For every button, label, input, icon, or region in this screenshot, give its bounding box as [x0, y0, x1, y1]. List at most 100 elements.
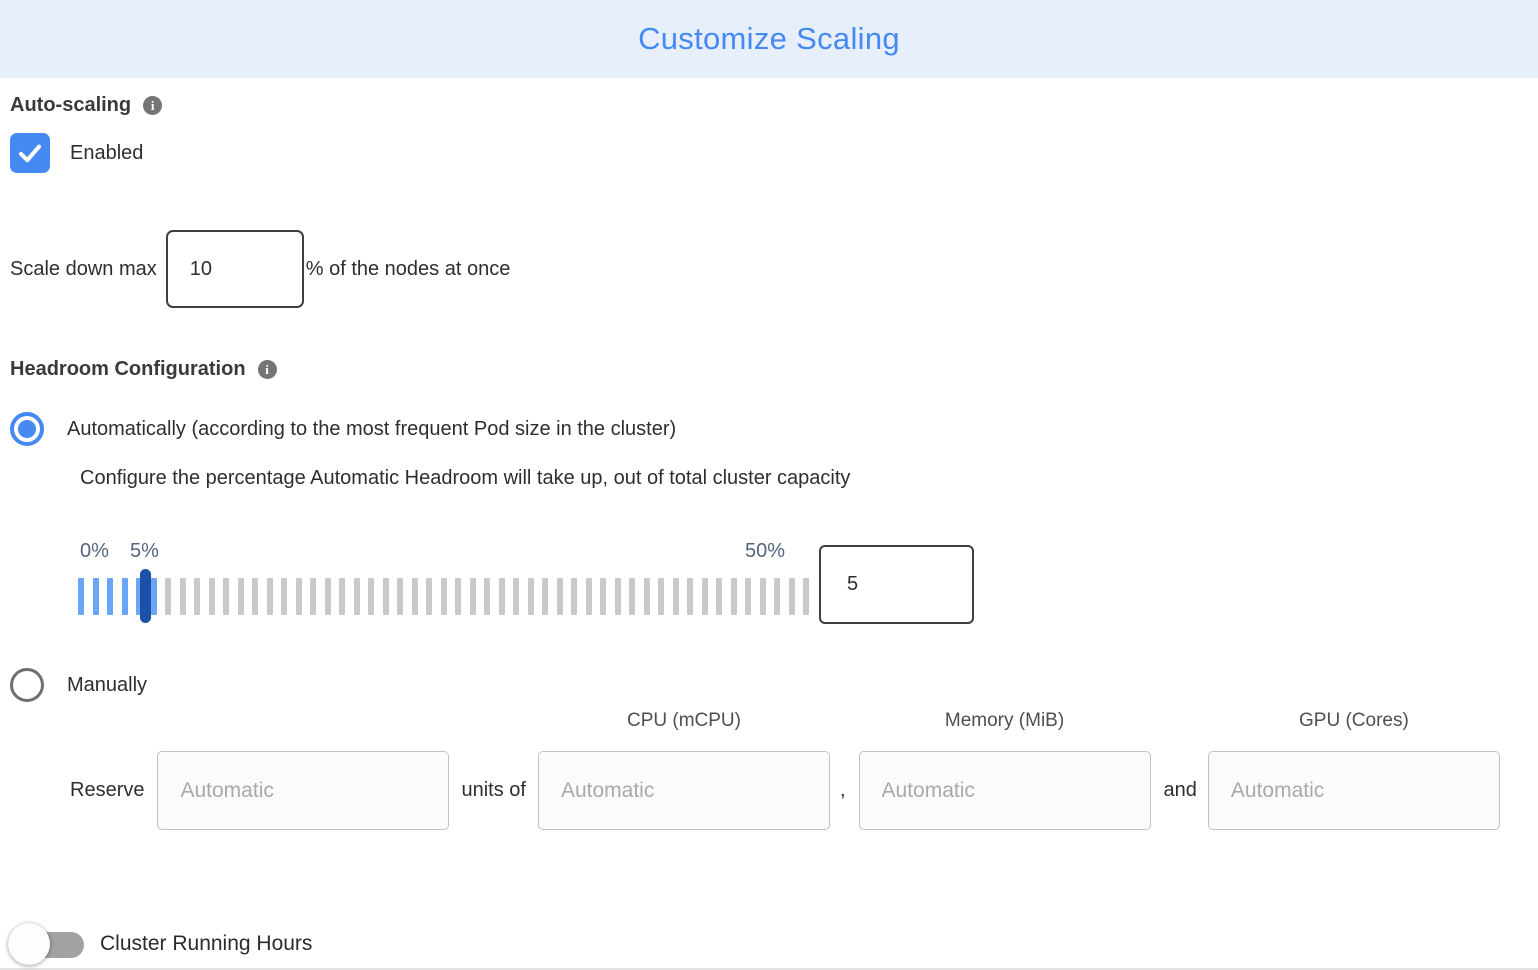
- slider-tick: [513, 578, 519, 615]
- slider-tick: [585, 578, 592, 615]
- slider-tick: [542, 578, 548, 615]
- slider-handle[interactable]: [140, 569, 151, 623]
- slider-tick: [121, 578, 128, 615]
- slider-tick: [759, 578, 766, 615]
- slider-tick: [368, 578, 374, 615]
- headroom-slider-row: 0% 5% 50%: [78, 540, 1538, 624]
- slider-tick: [237, 578, 244, 615]
- toggle-knob[interactable]: [8, 923, 50, 965]
- slider-tick: [411, 578, 418, 615]
- slider-tick: [136, 578, 142, 615]
- slider-max-label: 50%: [744, 540, 785, 562]
- cluster-running-hours-label: Cluster Running Hours: [100, 932, 313, 955]
- page-title: Customize Scaling: [638, 21, 900, 56]
- slider-tick: [324, 578, 331, 615]
- slider-tick: [643, 578, 650, 615]
- headroom-label: Headroom Configuration: [10, 358, 246, 380]
- reserve-gpu-field: GPU (Cores): [1207, 710, 1500, 830]
- slider-tick: [469, 578, 476, 615]
- automatic-radio[interactable]: [10, 412, 44, 446]
- bottom-divider: [0, 968, 1538, 970]
- autoscaling-label: Auto-scaling: [10, 94, 132, 116]
- reserve-cpu-field: CPU (mCPU): [537, 710, 830, 830]
- reserve-cpu-input[interactable]: [537, 751, 830, 830]
- slider-tick: [78, 578, 84, 615]
- slider-tick: [527, 578, 534, 615]
- reserve-prefix: Reserve: [70, 779, 145, 801]
- slider-tick: [745, 578, 751, 615]
- slider-tick: [92, 578, 99, 615]
- slider-tick: [179, 578, 186, 615]
- autoscaling-section-header: Auto-scaling i: [10, 94, 1538, 117]
- slider-tick: [788, 578, 795, 615]
- reserve-units-field: [157, 710, 450, 830]
- slider-tick: [498, 578, 505, 615]
- slider-tick: [629, 578, 635, 615]
- slider-tick: [150, 578, 157, 615]
- slider-ticks[interactable]: [78, 569, 809, 623]
- cluster-running-hours-toggle[interactable]: [8, 923, 84, 965]
- slider-tick: [600, 578, 606, 615]
- slider-tick: [484, 578, 490, 615]
- slider-tick: [716, 578, 722, 615]
- slider-tick: [165, 578, 171, 615]
- slider-tick: [658, 578, 664, 615]
- reserve-row: Reserve units of CPU (mCPU) , Memory (Mi…: [10, 710, 1538, 830]
- gpu-column-header: GPU (Cores): [1299, 710, 1409, 731]
- headroom-section-header: Headroom Configuration i: [10, 358, 1538, 381]
- units-of-text: units of: [461, 779, 526, 801]
- cluster-running-hours-row: Cluster Running Hours: [8, 923, 1538, 965]
- headroom-percentage-input[interactable]: [819, 545, 974, 624]
- slider-tick: [774, 578, 780, 615]
- slider-labels: 0% 5% 50%: [78, 540, 809, 566]
- manually-radio-label: Manually: [67, 673, 148, 696]
- comma-text: ,: [839, 779, 846, 801]
- reserve-memory-field: Memory (MiB): [858, 710, 1151, 830]
- memory-column-header: Memory (MiB): [944, 710, 1065, 731]
- info-icon[interactable]: i: [257, 360, 277, 379]
- dialog-body: Auto-scaling i Enabled Scale down max % …: [0, 94, 1538, 965]
- automatic-radio-label: Automatically (according to the most fre…: [67, 417, 677, 440]
- slider-tick: [194, 578, 200, 615]
- headroom-manual-option[interactable]: Manually: [10, 668, 1538, 702]
- checkmark-icon: [18, 144, 42, 163]
- slider-tick: [281, 578, 287, 615]
- units-column-header: [157, 710, 449, 734]
- slider-tick: [208, 578, 215, 615]
- manually-radio[interactable]: [10, 668, 44, 702]
- slider-tick: [266, 578, 273, 615]
- autoscaling-enabled-row: Enabled: [10, 133, 1538, 173]
- slider-tick: [353, 578, 360, 615]
- slider-tick: [803, 578, 809, 615]
- slider-tick: [295, 578, 302, 615]
- slider-tick: [687, 578, 693, 615]
- slider-tick: [730, 578, 737, 615]
- reserve-memory-input[interactable]: [858, 751, 1151, 830]
- slider-tick: [223, 578, 229, 615]
- slider-min-label: 0%: [80, 540, 109, 562]
- slider-tick: [426, 578, 432, 615]
- slider-tick: [571, 578, 577, 615]
- slider-tick: [672, 578, 679, 615]
- and-text: and: [1163, 779, 1197, 801]
- slider-tick: [252, 578, 258, 615]
- scale-down-suffix: % of the nodes at once: [305, 257, 511, 280]
- slider-current-label: 5%: [130, 540, 159, 562]
- dialog-header: Customize Scaling: [0, 0, 1538, 78]
- automatic-headroom-description: Configure the percentage Automatic Headr…: [80, 467, 851, 489]
- info-icon[interactable]: i: [143, 96, 163, 115]
- slider-tick: [107, 578, 113, 615]
- autoscaling-enabled-checkbox[interactable]: [10, 133, 50, 173]
- slider-tick: [701, 578, 708, 615]
- slider-tick: [310, 578, 316, 615]
- slider-tick: [556, 578, 563, 615]
- reserve-units-input[interactable]: [157, 751, 450, 830]
- reserve-gpu-input[interactable]: [1207, 751, 1500, 830]
- scale-down-max-input[interactable]: [165, 230, 304, 308]
- slider-tick: [440, 578, 447, 615]
- cpu-column-header: CPU (mCPU): [626, 710, 741, 731]
- headroom-automatic-option[interactable]: Automatically (according to the most fre…: [10, 412, 1538, 446]
- slider-tick: [614, 578, 621, 615]
- scale-down-row: Scale down max % of the nodes at once: [10, 230, 1538, 308]
- slider-tick: [382, 578, 389, 615]
